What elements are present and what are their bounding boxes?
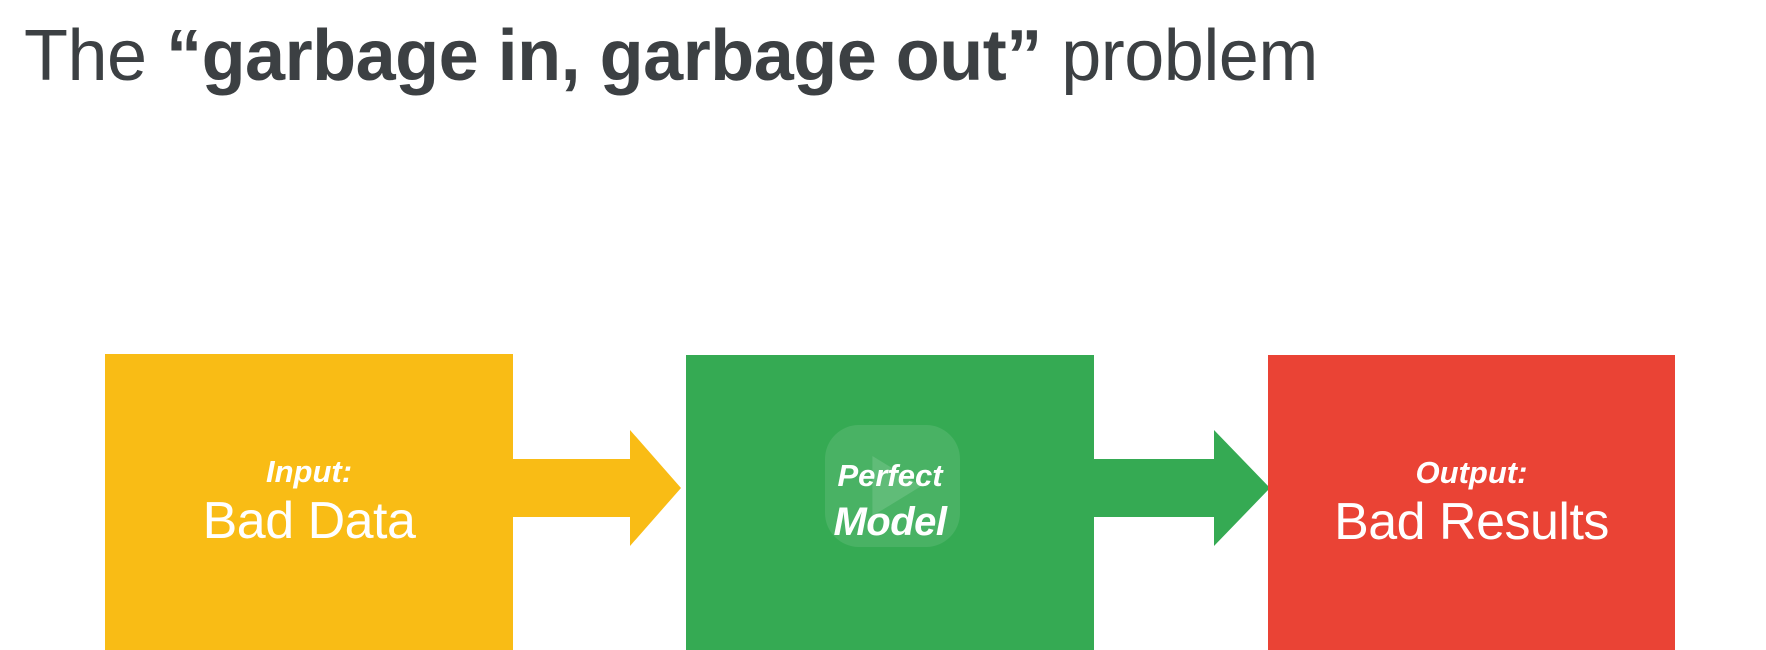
connector-model-to-output: [1092, 430, 1270, 546]
flow-step-model-eyebrow: Perfect: [837, 458, 943, 494]
flow-step-output[interactable]: Output: Bad Results: [1268, 355, 1675, 650]
connector-input-to-model: [511, 430, 681, 546]
flow-step-model[interactable]: Perfect Model: [686, 355, 1094, 650]
flow-step-input-label: Bad Data: [202, 492, 416, 551]
flow-step-input[interactable]: Input: Bad Data: [105, 354, 513, 650]
title-trail: problem: [1041, 16, 1318, 96]
right-arrow-icon: [511, 430, 681, 546]
page-title: The “garbage in, garbage out” problem: [24, 14, 1318, 99]
title-lead: The: [24, 16, 167, 96]
flow-step-output-label: Bad Results: [1334, 493, 1609, 552]
right-arrow-icon: [1092, 430, 1270, 546]
flow-step-model-label: Model: [833, 499, 947, 544]
title-emphasis: “garbage in, garbage out”: [166, 16, 1042, 96]
flow-step-input-eyebrow: Input:: [265, 453, 353, 489]
flow-step-output-eyebrow: Output:: [1415, 454, 1528, 490]
